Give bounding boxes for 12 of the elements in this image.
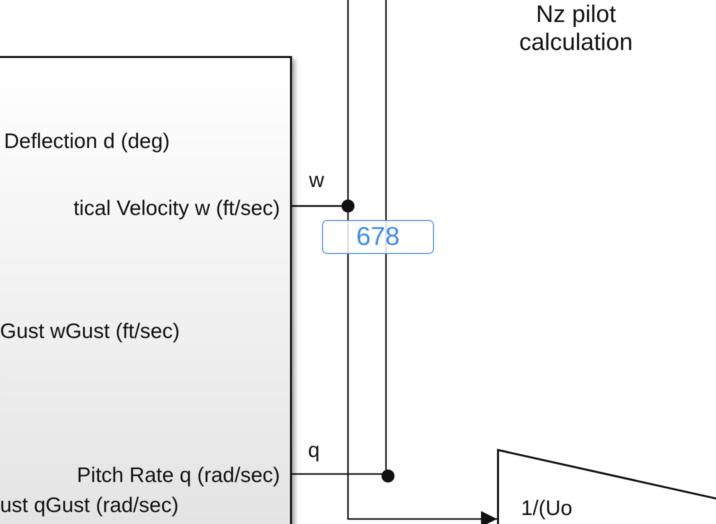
port-label: tical Velocity w (ft/sec) <box>73 197 280 221</box>
port-label: Deflection d (deg) <box>4 130 170 154</box>
block-name: Nz pilot calculation <box>518 1 634 57</box>
signal-line <box>292 0 387 475</box>
port-label: Pitch Rate q (rad/sec) <box>76 464 280 488</box>
gain-block <box>497 449 716 524</box>
port-label: Gust wGust (ft/sec) <box>0 320 180 344</box>
signal-arrow <box>292 205 497 524</box>
signal-dimension-badge: 678 <box>322 220 434 254</box>
port-label: ust qGust (rad/sec) <box>0 494 179 518</box>
subsystem-block <box>0 56 292 524</box>
gain-label: 1/(Uo <box>521 497 572 521</box>
